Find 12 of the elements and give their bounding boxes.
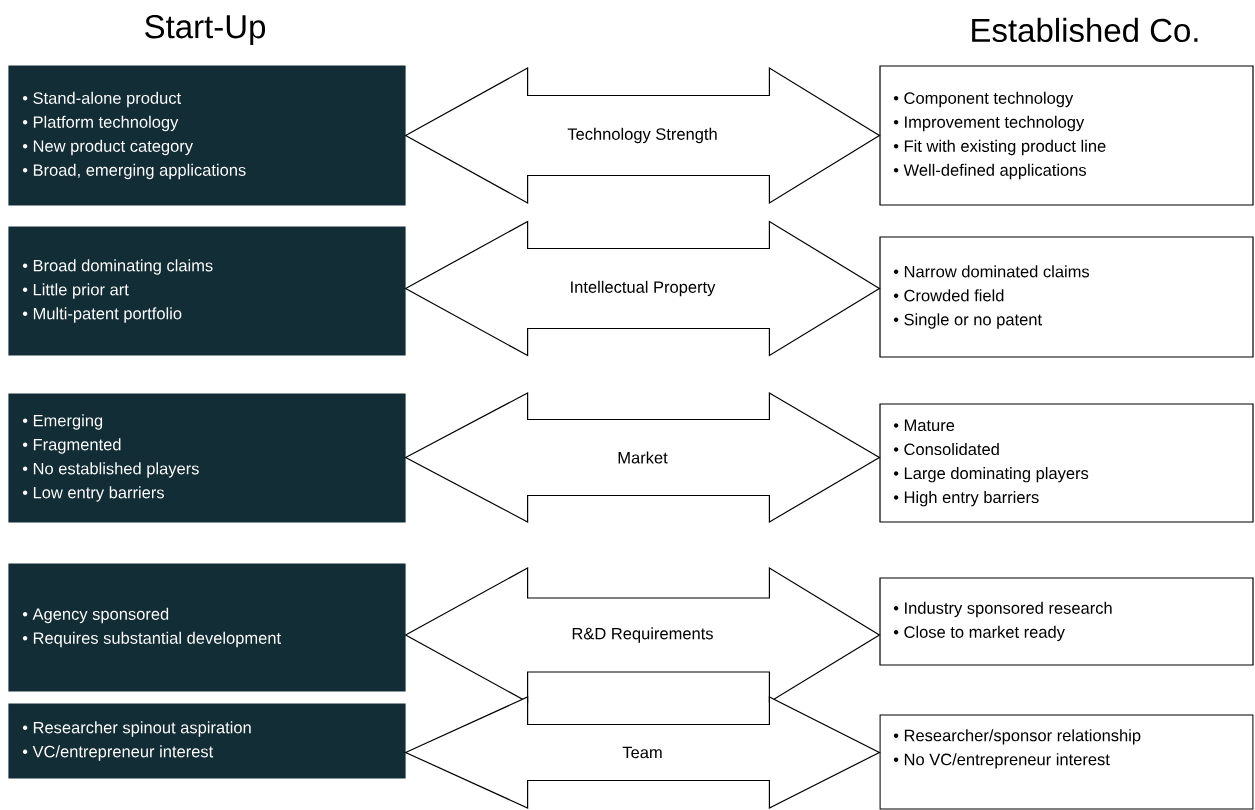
text-box: • Component technology • Improvement technology • Fit with existing product line • Well-defined applications: [879, 65, 1254, 206]
text-box: • Emerging • Fragmented • No established players • Low entry barriers: [8, 393, 406, 523]
text-box: • Mature • Consolidated • Large dominating players • High entry barriers: [879, 403, 1254, 523]
text-box: • Agency sponsored • Requires substantial development: [8, 563, 406, 692]
text-box: • Researcher spinout aspiration • VC/entrepreneur interest: [8, 703, 406, 779]
edge-label: R&D Requirements: [570, 626, 715, 644]
text-box: • Stand-alone product • Platform technology • New product category • Broad, emerging applications: [8, 65, 406, 206]
text-box: • Industry sponsored research • Close to market ready: [879, 577, 1254, 666]
text-box: • Researcher/sponsor relationship • No VC/entrepreneur interest: [879, 714, 1254, 810]
text-box: • Narrow dominated claims • Crowded field • Single or no patent: [879, 236, 1254, 358]
text-box: • Broad dominating claims • Little prior art • Multi-patent portfolio: [8, 226, 406, 356]
edge-label: Market: [616, 450, 669, 465]
